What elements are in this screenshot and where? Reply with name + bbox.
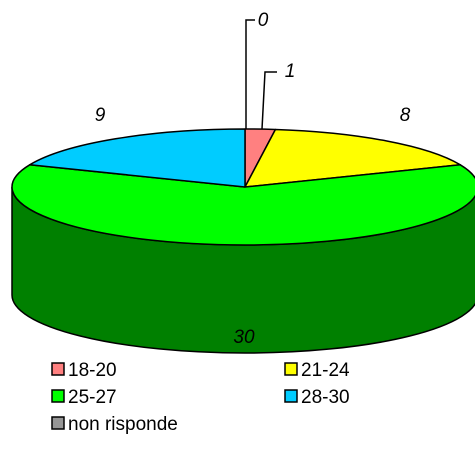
legend-label-28-30: 28-30 — [301, 387, 350, 408]
legend-label-non risponde: non risponde — [68, 414, 178, 435]
leader-lines — [245, 19, 277, 130]
data-label-non risponde: 0 — [258, 10, 269, 31]
data-labels: 1 8 30 9 0 — [95, 10, 411, 348]
data-label-21-24: 8 — [400, 105, 411, 126]
legend-swatch-28-30 — [284, 389, 298, 403]
legend-swatch-non risponde — [51, 416, 65, 430]
legend-swatch-18-20 — [51, 362, 65, 376]
legend-label-18-20: 18-20 — [68, 360, 117, 381]
pie-top-layer — [11, 128, 475, 246]
data-label-25-27: 30 — [233, 327, 255, 348]
leader-line-non risponde — [245, 19, 255, 129]
leader-line-18-20 — [261, 71, 277, 130]
legend-label-25-27: 25-27 — [68, 387, 117, 408]
legend-swatch-25-27 — [51, 389, 65, 403]
legend-swatch-21-24 — [284, 362, 298, 376]
data-label-28-30: 9 — [95, 105, 106, 126]
pie-slice-25-27 — [11, 164, 475, 246]
legend-label-21-24: 21-24 — [301, 360, 350, 381]
data-label-18-20: 1 — [285, 61, 296, 82]
pie-slice-28-30 — [28, 128, 246, 188]
legend: 18-20 21-24 25-27 28-30 non risponde — [51, 360, 350, 435]
pie-slice-21-24 — [244, 128, 462, 188]
